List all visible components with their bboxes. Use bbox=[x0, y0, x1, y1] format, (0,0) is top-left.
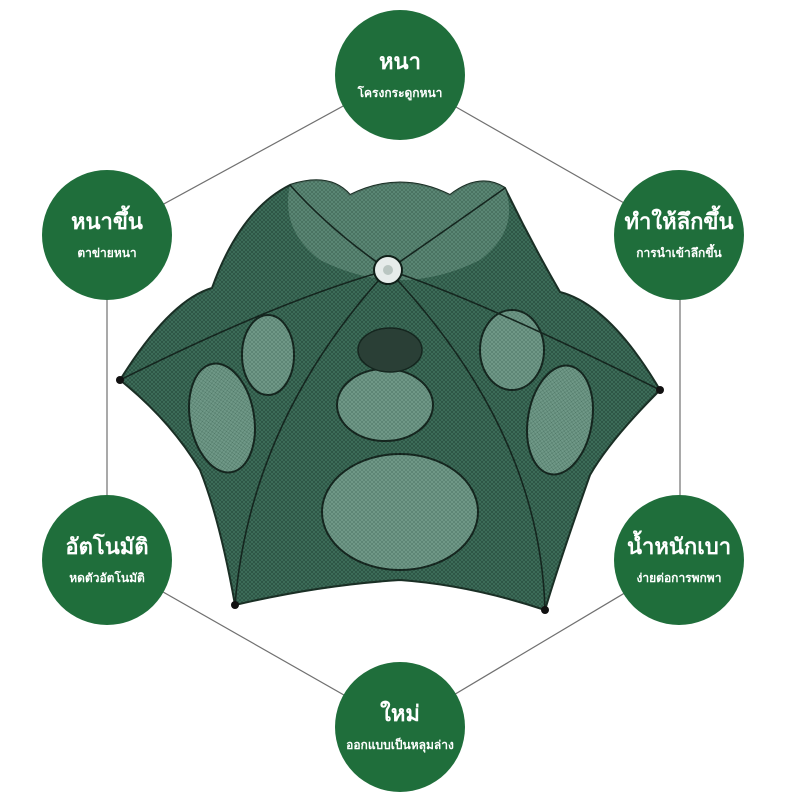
feature-title: หนา bbox=[379, 49, 421, 75]
feature-badge-automatic: อัตโนมัติ หดตัวอัตโนมัติ bbox=[42, 495, 172, 625]
feature-badge-thicker: หนาขึ้น ตาข่ายหนา bbox=[42, 170, 172, 300]
feature-title: ทำให้ลึกขึ้น bbox=[624, 209, 734, 235]
feature-badge-deeper: ทำให้ลึกขึ้น การนำเข้าลึกขึ้น bbox=[614, 170, 744, 300]
feature-title: อัตโนมัติ bbox=[65, 534, 149, 560]
feature-subtitle: ง่ายต่อการพกพา bbox=[636, 571, 722, 585]
fish-trap-net-icon bbox=[116, 179, 664, 614]
feature-subtitle: โครงกระดูกหนา bbox=[357, 86, 443, 100]
feature-badge-thick: หนา โครงกระดูกหนา bbox=[335, 10, 465, 140]
feature-badge-new: ใหม่ ออกแบบเป็นหลุมล่าง bbox=[335, 662, 465, 792]
feature-badge-lightweight: น้ำหนักเบา ง่ายต่อการพกพา bbox=[614, 495, 744, 625]
feature-title: หนาขึ้น bbox=[71, 209, 143, 235]
feature-title: ใหม่ bbox=[380, 701, 420, 727]
feature-title: น้ำหนักเบา bbox=[626, 534, 732, 560]
feature-subtitle: ตาข่ายหนา bbox=[77, 246, 137, 260]
feature-subtitle: ออกแบบเป็นหลุมล่าง bbox=[346, 738, 454, 752]
feature-subtitle: หดตัวอัตโนมัติ bbox=[69, 571, 145, 585]
feature-subtitle: การนำเข้าลึกขึ้น bbox=[636, 246, 722, 260]
